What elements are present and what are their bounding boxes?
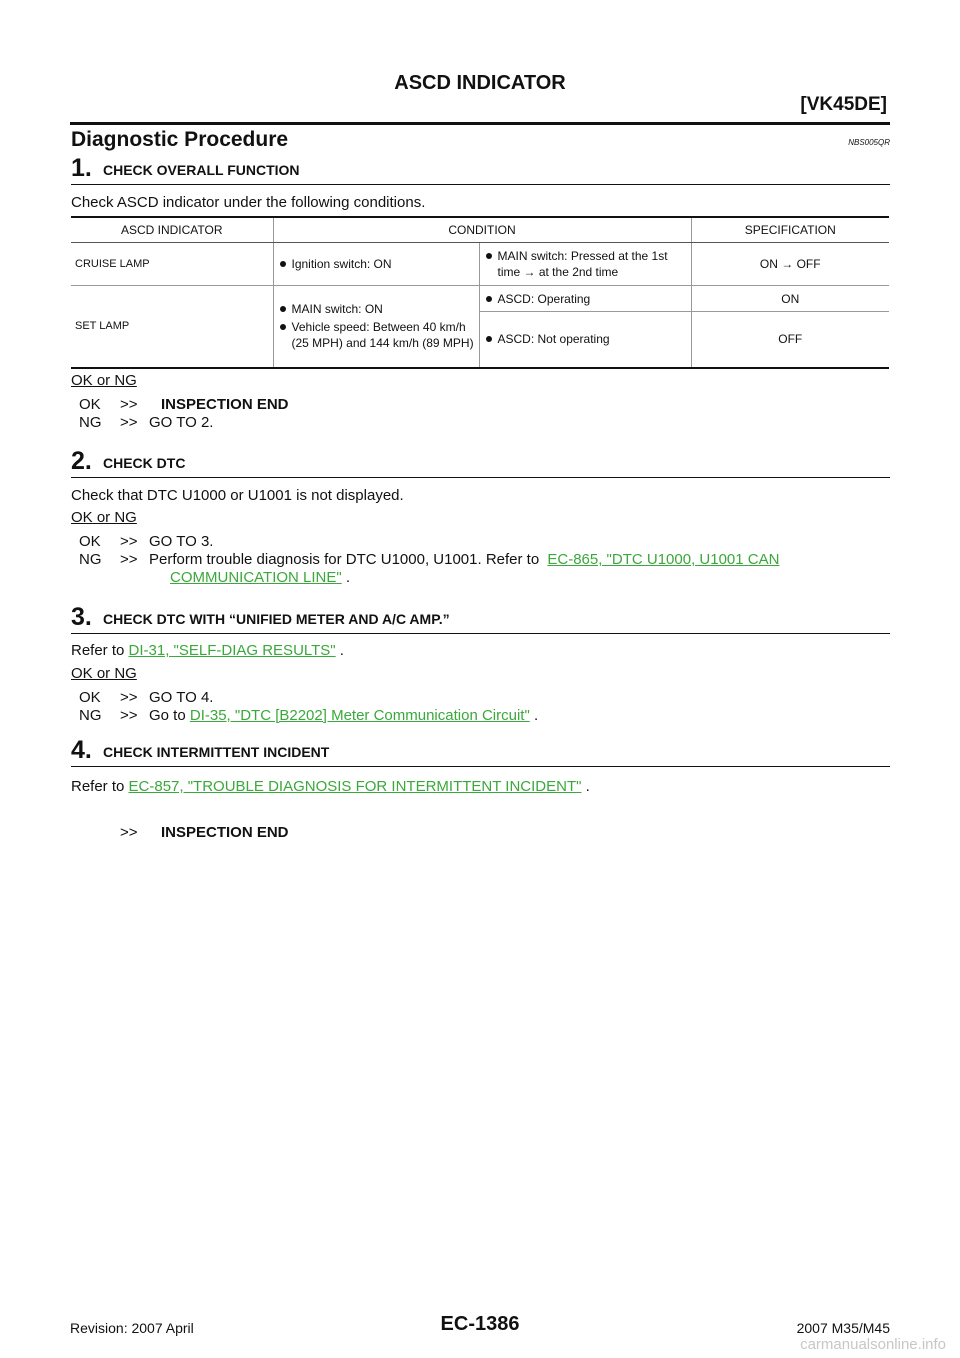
result-ok: OK >> GO TO 4. <box>79 689 214 706</box>
result-ng: NG >> Go to DI-35, "DTC [B2202] Meter Co… <box>79 707 539 724</box>
step-3-heading: 3. CHECK DTC WITH “UNIFIED METER AND A/C… <box>71 603 890 634</box>
step-title: CHECK DTC <box>103 455 186 471</box>
cell-condition: MAIN switch: Pressed at the 1st time → a… <box>478 242 691 286</box>
page-header-title: ASCD INDICATOR <box>394 72 566 94</box>
section-title: Diagnostic Procedure <box>71 128 289 151</box>
step-3-text: Refer to DI-31, "SELF-DIAG RESULTS" . <box>71 642 344 659</box>
result-ng: NG >> GO TO 2. <box>79 414 214 431</box>
ascd-indicator-table: ASCD INDICATOR CONDITION SPECIFICATION C… <box>71 216 889 369</box>
step-number: 1. <box>71 154 92 182</box>
step-title: CHECK INTERMITTENT INCIDENT <box>103 744 330 760</box>
table-row: SET LAMP MAIN switch: ON Vehicle speed: … <box>71 285 889 368</box>
step-4-heading: 4. CHECK INTERMITTENT INCIDENT <box>71 736 890 767</box>
cell-condition: ASCD: Not operating <box>478 311 691 368</box>
col-header-condition: CONDITION <box>272 217 691 243</box>
ok-ng-label: OK or NG <box>71 372 137 389</box>
bullet-item: ASCD: Operating <box>484 291 687 307</box>
bullet-item: Vehicle speed: Between 40 km/h (25 MPH) … <box>278 319 475 351</box>
footer-model: 2007 M35/M45 <box>796 1320 890 1336</box>
cell-condition: ASCD: Operating <box>478 285 691 312</box>
table-row: ASCD: Not operating OFF <box>71 311 889 368</box>
step-title: CHECK OVERALL FUNCTION <box>103 162 300 178</box>
result-ok: OK >> INSPECTION END <box>79 396 289 413</box>
step-2-heading: 2. CHECK DTC <box>71 447 890 478</box>
step-4-text: Refer to EC-857, "TROUBLE DIAGNOSIS FOR … <box>71 778 590 795</box>
link-ec-857[interactable]: EC-857, "TROUBLE DIAGNOSIS FOR INTERMITT… <box>128 778 582 795</box>
section-code: NBS005QR <box>848 138 890 147</box>
page-header-model: [VK45DE] <box>800 94 887 115</box>
cell-condition: MAIN switch: ON Vehicle speed: Between 4… <box>272 285 479 368</box>
col-header-indicator: ASCD INDICATOR <box>71 217 273 243</box>
footer-page-number: EC-1386 <box>440 1313 520 1335</box>
link-di-31[interactable]: DI-31, "SELF-DIAG RESULTS" <box>128 642 336 659</box>
step-number: 2. <box>71 447 92 475</box>
cell-spec: ON → OFF <box>690 242 889 286</box>
col-header-specification: SPECIFICATION <box>690 217 889 243</box>
cell-condition: Ignition switch: ON <box>272 242 479 286</box>
step-number: 4. <box>71 736 92 764</box>
link-di-35[interactable]: DI-35, "DTC [B2202] Meter Communication … <box>189 707 530 724</box>
bullet-item: MAIN switch: ON <box>278 301 475 317</box>
bullet-item: MAIN switch: Pressed at the 1st time → a… <box>484 248 687 280</box>
result-end: >> INSPECTION END <box>120 824 289 841</box>
table-header-row: ASCD INDICATOR CONDITION SPECIFICATION <box>71 217 889 243</box>
header-divider <box>70 122 890 125</box>
cell-indicator: SET LAMP <box>71 285 273 368</box>
link-ec-865[interactable]: EC-865, "DTC U1000, U1001 CAN <box>547 551 780 568</box>
bullet-item: Ignition switch: ON <box>278 256 475 272</box>
ok-ng-label: OK or NG <box>71 509 137 526</box>
step-number: 3. <box>71 603 92 631</box>
footer-revision: Revision: 2007 April <box>70 1320 194 1336</box>
cell-spec: ON <box>690 285 889 312</box>
step-1-heading: 1. CHECK OVERALL FUNCTION <box>71 154 890 185</box>
result-ok: OK >> GO TO 3. <box>79 533 214 550</box>
cell-spec: OFF <box>690 311 889 368</box>
result-ng: NG >> Perform trouble diagnosis for DTC … <box>79 551 780 586</box>
cell-indicator: CRUISE LAMP <box>71 242 273 286</box>
table-row: CRUISE LAMP Ignition switch: ON MAIN swi… <box>71 242 889 286</box>
step-1-text: Check ASCD indicator under the following… <box>71 194 426 211</box>
watermark: carmanualsonline.info <box>800 1336 946 1353</box>
step-title: CHECK DTC WITH “UNIFIED METER AND A/C AM… <box>103 611 450 627</box>
link-ec-865-cont[interactable]: COMMUNICATION LINE" <box>170 569 342 586</box>
ok-ng-label: OK or NG <box>71 665 137 682</box>
bullet-item: ASCD: Not operating <box>484 331 687 347</box>
step-2-text: Check that DTC U1000 or U1001 is not dis… <box>71 487 404 504</box>
